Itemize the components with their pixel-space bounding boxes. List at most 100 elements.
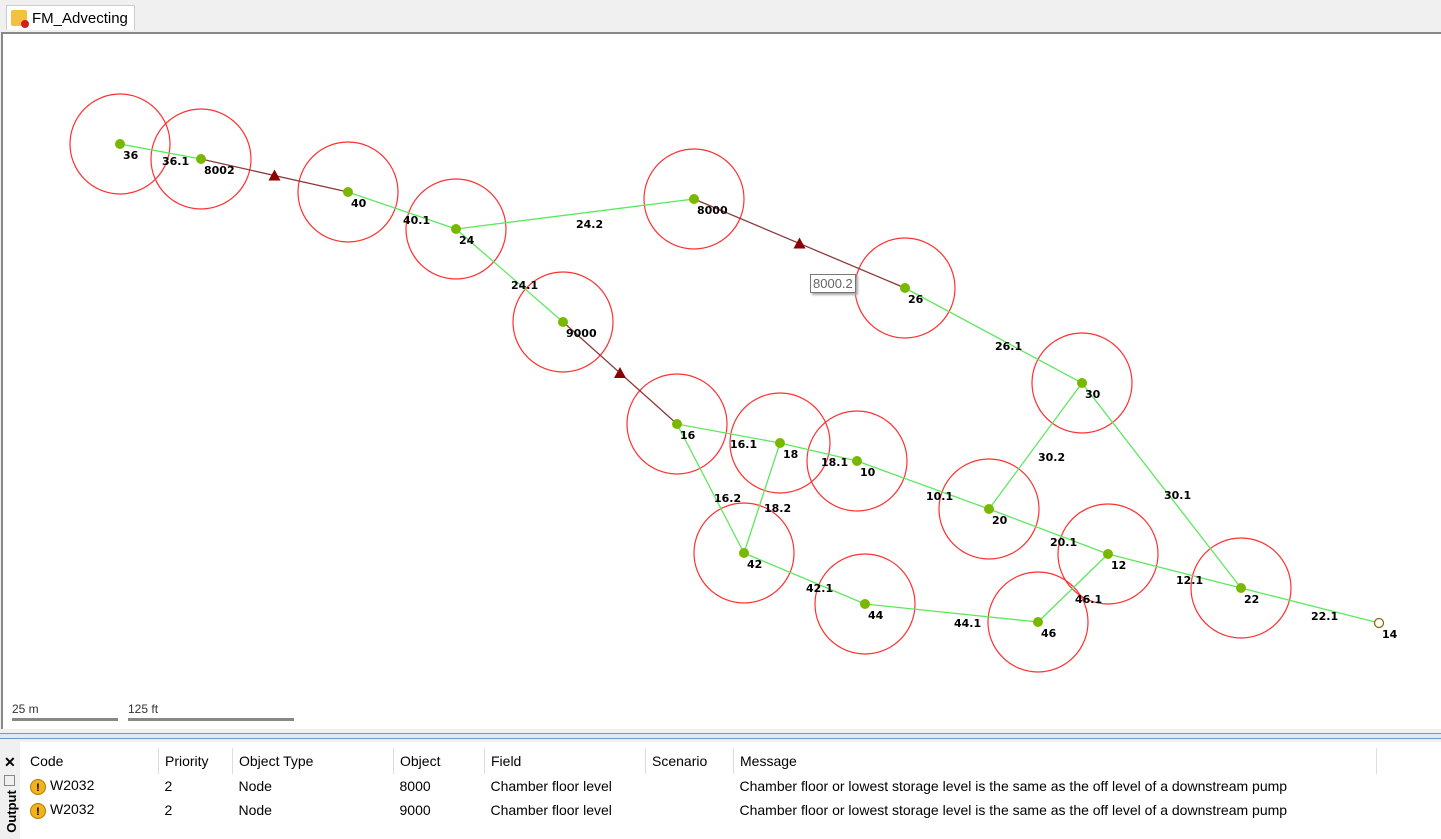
node-22[interactable] xyxy=(1236,583,1246,593)
conduit-30.2[interactable] xyxy=(988,382,1083,510)
selection-circle-42 xyxy=(693,502,795,604)
column-header[interactable]: Message xyxy=(733,748,1377,774)
outfall-node-14[interactable] xyxy=(1373,617,1385,629)
node-label: 18 xyxy=(783,448,798,461)
close-icon[interactable]: ✕ xyxy=(4,754,16,770)
selection-circle-24 xyxy=(405,178,507,280)
conduit-30.1[interactable] xyxy=(1081,382,1242,589)
output-cell: Chamber floor level xyxy=(485,774,646,798)
conduit-16.2[interactable] xyxy=(676,423,745,554)
node-label: 26 xyxy=(908,293,924,306)
conduit-18.2[interactable] xyxy=(743,442,781,554)
node-16[interactable] xyxy=(672,419,682,429)
node-label: 30 xyxy=(1085,388,1101,401)
selection-circle-8002 xyxy=(150,108,252,210)
scale-metric-label: 25 m xyxy=(12,702,39,716)
selection-circle-8000 xyxy=(643,148,745,250)
node-label: 8000 xyxy=(697,204,728,217)
node-12[interactable] xyxy=(1103,549,1113,559)
output-cell: 2 xyxy=(159,798,233,822)
warning-icon: ! xyxy=(30,802,46,819)
selection-circle-22 xyxy=(1190,537,1292,639)
column-header[interactable]: Field xyxy=(484,748,646,774)
node-30[interactable] xyxy=(1077,378,1087,388)
scale-imperial-bar xyxy=(128,718,294,721)
conduit-12.1[interactable] xyxy=(1107,553,1242,589)
selection-circle-16 xyxy=(626,373,728,475)
conduit-26.1[interactable] xyxy=(904,287,1083,384)
tab-label: FM_Advecting xyxy=(32,9,128,27)
cell-text: 9000 xyxy=(399,802,431,818)
node-8000[interactable] xyxy=(689,194,699,204)
node-label: 12 xyxy=(1111,559,1126,572)
node-label: 14 xyxy=(1382,628,1398,641)
conduit-18.1[interactable] xyxy=(779,442,858,462)
link-label: 40.1 xyxy=(403,214,430,227)
node-42[interactable] xyxy=(739,548,749,558)
output-panel-label[interactable]: Output xyxy=(3,790,19,833)
node-label: 40 xyxy=(351,197,367,210)
column-header[interactable]: Object xyxy=(393,748,485,774)
node-36[interactable] xyxy=(115,139,125,149)
link-label: 36.1 xyxy=(162,155,189,168)
column-header[interactable]: Scenario xyxy=(645,748,734,774)
output-cell: !W2032 xyxy=(24,774,159,798)
node-9000[interactable] xyxy=(558,317,568,327)
node-20[interactable] xyxy=(984,504,994,514)
conduit-16.1[interactable] xyxy=(676,423,781,444)
node-18[interactable] xyxy=(775,438,785,448)
pump-icon[interactable] xyxy=(268,169,281,181)
node-label: 24 xyxy=(459,234,475,247)
cell-text: Node xyxy=(238,778,272,794)
conduit-20.1[interactable] xyxy=(988,508,1109,555)
link-label: 24.2 xyxy=(576,218,603,231)
scale-metric-bar xyxy=(12,718,118,721)
node-26[interactable] xyxy=(900,283,910,293)
column-header[interactable]: Code xyxy=(24,748,159,774)
conduit-24.2[interactable] xyxy=(455,198,695,230)
link-label: 16.1 xyxy=(730,438,757,451)
conduit-36.1[interactable] xyxy=(119,143,202,160)
node-label: 46 xyxy=(1041,627,1057,640)
node-46[interactable] xyxy=(1033,617,1043,627)
pump-icon[interactable] xyxy=(793,237,806,249)
tab-fm-advecting[interactable]: FM_Advecting xyxy=(6,5,135,30)
conduit-24.1[interactable] xyxy=(455,228,564,323)
node-44[interactable] xyxy=(860,599,870,609)
link-label: 24.1 xyxy=(511,279,538,292)
selection-circle-18 xyxy=(729,392,831,494)
cell-text: Chamber floor level xyxy=(490,802,612,818)
cell-text: Chamber floor or lowest storage level is… xyxy=(739,778,1288,794)
node-10[interactable] xyxy=(852,456,862,466)
output-cell xyxy=(646,798,734,822)
node-8002[interactable] xyxy=(196,154,206,164)
conduit-10.1[interactable] xyxy=(856,460,990,510)
node-24[interactable] xyxy=(451,224,461,234)
conduit-22.1[interactable] xyxy=(1240,587,1380,624)
conduit-44.1[interactable] xyxy=(864,603,1039,623)
conduit-42.1[interactable] xyxy=(743,552,866,605)
node-label: 10 xyxy=(860,466,876,479)
node-label: 42 xyxy=(747,558,762,571)
selection-circle-36 xyxy=(69,93,171,195)
output-cell: 2 xyxy=(159,774,233,798)
panel-splitter[interactable] xyxy=(0,733,1441,739)
float-window-icon[interactable] xyxy=(4,775,15,786)
column-header[interactable]: Priority xyxy=(158,748,233,774)
conduit-40.1[interactable] xyxy=(347,191,457,230)
conduit-46.1[interactable] xyxy=(1037,553,1109,623)
output-cell: Chamber floor or lowest storage level is… xyxy=(734,798,1377,822)
pump-icon[interactable] xyxy=(614,367,626,378)
column-header[interactable]: Object Type xyxy=(232,748,394,774)
selection-circle-12 xyxy=(1057,503,1159,605)
warning-icon: ! xyxy=(30,778,46,795)
output-cell: 9000 xyxy=(394,798,485,822)
link-label: 30.1 xyxy=(1164,489,1191,502)
output-cell: 8000 xyxy=(394,774,485,798)
node-40[interactable] xyxy=(343,187,353,197)
